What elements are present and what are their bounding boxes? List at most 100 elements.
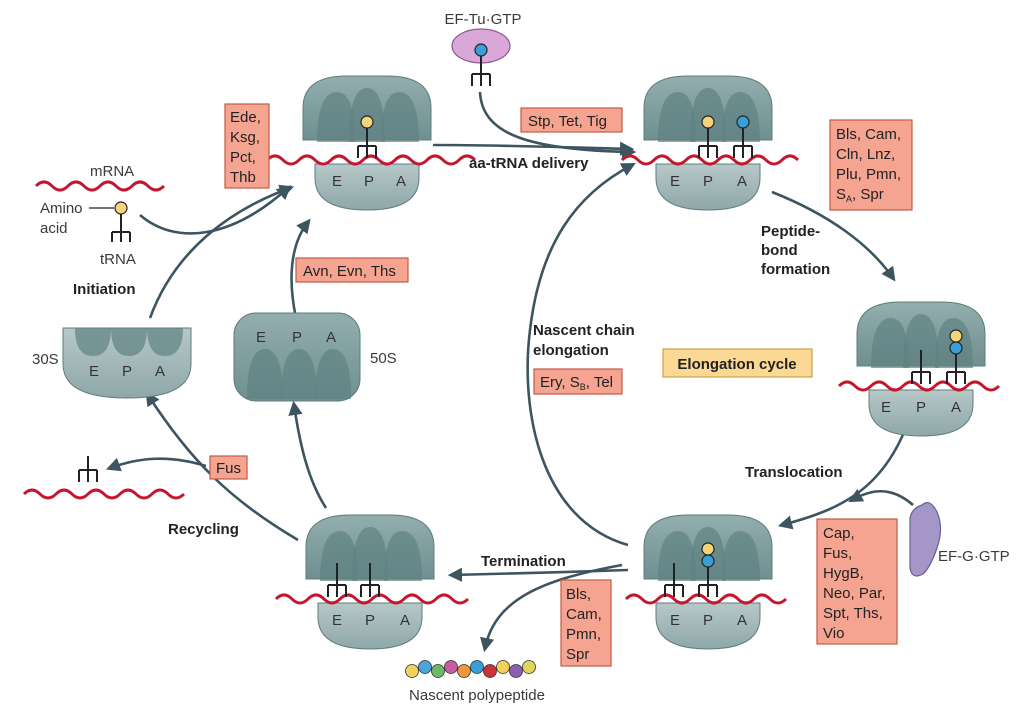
site-a-label: A [737,173,747,190]
drug-label: Vio [823,625,844,642]
50s-label: 50S [370,350,397,367]
drug-label: SA, Spr [836,186,884,204]
arrow-subunit-join [290,218,311,319]
drug-label: Ery, SB, Tel [540,374,613,392]
site-a-label: A [400,612,410,629]
drug-label: HygB, [823,565,864,582]
peptide-label-line1: Peptide- [761,223,820,240]
termination-label: Termination [481,553,566,570]
drug-box-initiation: Ede, Ksg, Pct, Thb [224,103,270,189]
drug-label: Bls, Cam, [836,126,901,143]
ribosome-delivery: E P A [620,75,800,211]
trna-p-icon [698,115,718,158]
drug-box-termination: Bls, Cam, Pmn, Spr [560,579,612,667]
arrow-peptide-bond [771,190,896,282]
ribosome-initiation: E P A [265,75,477,211]
amino-acid-bead [496,660,510,674]
drug-label: Spt, Ths, [823,605,883,622]
drug-label: Cam, [566,606,602,623]
drug-label: Ksg, [230,129,260,146]
elongation-cycle-label: Elongation cycle [677,356,796,373]
trna-p-icon [698,542,718,597]
subunit-30s: E P A [62,327,192,399]
site-p-label: P [916,399,926,416]
site-p-label: P [364,173,374,190]
ef-tu-label: EF-Tu·GTP [445,11,522,28]
drug-label: Pct, [230,149,256,166]
amino-label: Amino [40,200,83,217]
subunit-50s: E P A [233,312,361,402]
drug-label: Pmn, [566,626,601,643]
trna-a-icon [733,115,753,158]
released-trna-icon [78,456,98,482]
amino-acid-bead [522,660,536,674]
elongation-cycle-box: Elongation cycle [662,348,813,378]
ef-g-label: EF-G·GTP [938,548,1010,565]
drug-box-subunit-join: Avn, Evn, Ths [295,257,409,283]
nascent-polypeptide-chain [405,660,536,678]
drug-label: Fus [216,460,241,477]
drug-label: Cap, [823,525,855,542]
site-e-label: E [881,399,891,416]
cycle-arrows [105,91,914,653]
drug-label: Stp, Tet, Tig [528,113,607,130]
drug-box-nascent-chain: Ery, SB, Tel [533,368,623,395]
arrow-polypeptide [480,563,623,653]
ribosome-termination: E P A [274,514,470,650]
site-e-label: E [89,363,99,380]
amino-acid-bead [444,660,458,674]
arrow-termination [447,567,629,582]
amino-acid-bead [418,660,432,674]
site-a-label: A [326,329,336,346]
ef-tu-gtp-complex [451,28,511,86]
30s-label: 30S [32,351,59,368]
nascent-chain-label-line1: Nascent chain [533,322,635,339]
amino-acid-bead [457,664,471,678]
site-p-label: P [365,612,375,629]
drug-box-peptide-bond: Bls, Cam, Cln, Lnz, Plu, Pmn, SA, Spr [829,119,913,211]
drug-label: Avn, Evn, Ths [303,263,396,280]
drug-label: Spr [566,646,589,663]
mrna-recycled [22,488,186,500]
site-e-label: E [670,173,680,190]
site-p-label: P [122,363,132,380]
site-a-label: A [155,363,165,380]
drug-label: Ede, [230,109,261,126]
drug-box-recycling: Fus [209,455,248,480]
site-p-label: P [292,329,302,346]
arrow-delivery [432,141,635,156]
site-e-label: E [670,612,680,629]
ribosome-translocation: E P A [624,514,788,650]
peptide-label-line2: bond [761,242,798,259]
amino-acid-bead [431,664,445,678]
site-a-label: A [396,173,406,190]
drug-label: Bls, [566,586,591,603]
trna-a-icon [946,329,966,384]
nascent-polypeptide-label: Nascent polypeptide [409,687,545,704]
site-e-label: E [332,173,342,190]
drug-label: Plu, Pmn, [836,166,901,183]
trna-p-icon [911,350,931,384]
drug-label: Thb [230,169,256,186]
arrow-recycling-50s [288,400,328,509]
ef-g-gtp-shape [909,502,942,577]
site-p-label: P [703,173,713,190]
ribosome-peptide-bond: E P A [837,301,1001,437]
site-a-label: A [737,612,747,629]
drug-label: Cln, Lnz, [836,146,895,163]
initiation-label: Initiation [73,281,136,298]
recycling-label: Recycling [168,521,239,538]
arrow-ef-tu [478,91,637,159]
drug-label: Neo, Par, [823,585,886,602]
amino-acid-bead [509,664,523,678]
arrow-recycling-trna [105,457,207,472]
site-a-label: A [951,399,961,416]
trna-icon [357,115,377,158]
site-p-label: P [703,612,713,629]
arrow-nascent-chain [526,163,636,547]
arrow-initiation [148,184,295,319]
peptide-label-line3: formation [761,261,830,278]
nascent-chain-label-line2: elongation [533,342,609,359]
arrow-ef-g [848,488,914,506]
aa-trna-delivery-label: aa-tRNA delivery [469,155,589,172]
